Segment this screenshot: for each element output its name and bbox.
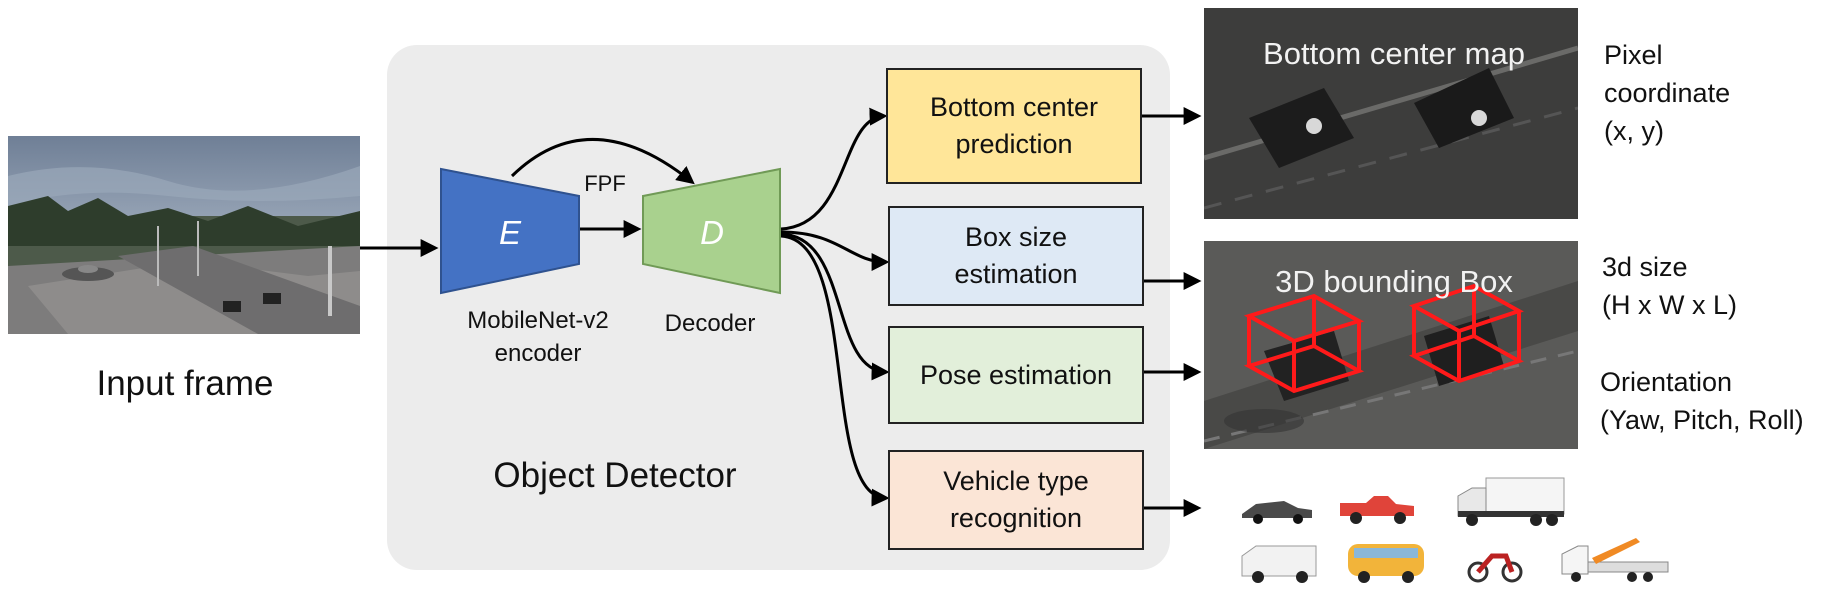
box-truck-icon [1457,477,1565,526]
motorcycle-icon [1467,553,1523,583]
orientation-label: Orientation (Yaw, Pitch, Roll) [1600,367,1804,435]
bbox-3d-title: 3D bounding Box [1275,264,1513,299]
head-pose-estimation: Pose estimation [888,326,1144,424]
size-label: 3d size (H x W x L) [1602,252,1737,320]
pickup-truck-icon [1340,496,1414,524]
encoder-block [440,167,580,295]
decoder-letter: D [700,214,724,251]
head-bottom-center-prediction: Bottom center prediction [886,68,1142,184]
head-vehicle-type-recognition: Vehicle type recognition [888,450,1144,550]
minibus-icon [1348,544,1424,583]
van-icon [1241,545,1317,583]
input-frame-label: Input frame [96,364,274,403]
bbox-3d-image [1204,241,1578,449]
crane-truck-icon [1561,538,1669,582]
object-detector-title: Object Detector [493,456,737,495]
sedan-icon [1242,501,1312,524]
head-box-size-estimation: Box size estimation [888,206,1144,306]
encoder-label: MobileNet-v2 encoder [467,307,609,367]
decoder-label: Decoder [664,310,756,337]
fpf-label: FPF [584,171,626,196]
bottom-center-map-image [1204,8,1578,219]
encoder-letter: E [498,214,521,251]
pixel-coordinate-label: Pixel coordinate (x, y) [1604,40,1731,146]
decoder-block [642,167,781,295]
input-frame-image [8,136,360,334]
bottom-center-map-title: Bottom center map [1263,36,1525,71]
vehicle-type-icons [1236,476,1676,586]
